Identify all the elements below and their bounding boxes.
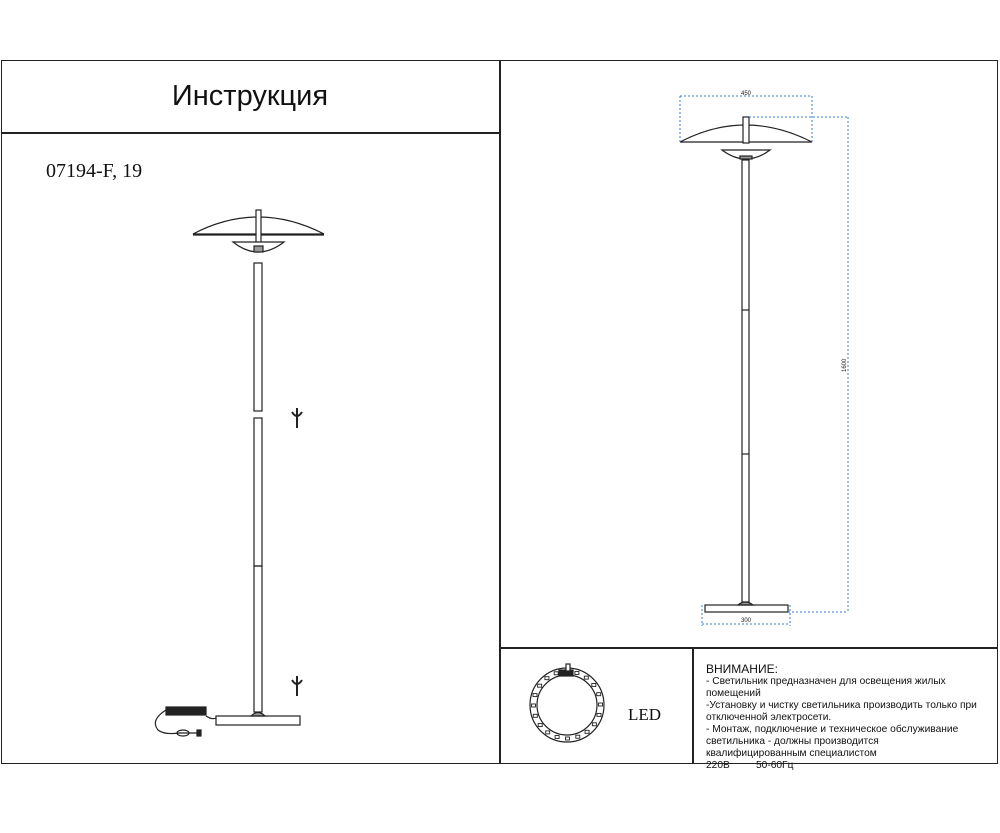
divider-vertical (499, 60, 501, 764)
led-chip (554, 735, 560, 739)
led-chip (532, 693, 538, 698)
warning-block: ВНИМАНИЕ: - Светильник предназначен для … (706, 662, 977, 772)
base-width-label: 300 (741, 618, 752, 624)
led-chip (531, 703, 536, 708)
voltage: 220В (706, 760, 730, 771)
shade-width-label: 450 (741, 91, 752, 97)
model-number: 07194-F, 19 (46, 160, 143, 182)
divider-title (1, 132, 500, 134)
led-chip (565, 736, 570, 741)
divider-led-warning (692, 648, 694, 764)
led-chip (596, 692, 602, 697)
led-chip (532, 713, 538, 718)
screw-icon (291, 676, 303, 696)
led-label: LED (628, 705, 662, 724)
warning-line: помещений (706, 688, 761, 699)
led-chip (596, 712, 602, 717)
ratings: 220В 50-60Гц (706, 760, 977, 772)
power-cord-icon (154, 706, 217, 737)
warning-line: -Установку и чистку светильника производ… (706, 700, 977, 711)
led-chip (537, 723, 543, 728)
divider-bottom-right (500, 647, 998, 649)
warning-line: - Монтаж, подключение и техническое обсл… (706, 724, 959, 735)
page-title: Инструкция (171, 80, 329, 112)
led-chip (598, 702, 603, 707)
dimension-lines (679, 95, 849, 626)
led-chip (583, 675, 589, 680)
led-chip (537, 683, 543, 688)
frequency: 50-60Гц (756, 760, 794, 771)
led-chip (544, 676, 550, 681)
led-chip (584, 729, 590, 734)
led-chip (591, 722, 597, 727)
warning-line: отключенной электросети. (706, 712, 832, 723)
warning-line: - Светильник предназначен для освещения … (706, 676, 946, 687)
warning-line: квалифицированным специалистом (706, 748, 877, 759)
led-chip (553, 671, 559, 676)
led-chip (545, 730, 551, 735)
height-label: 1600 (842, 358, 848, 372)
warning-line: светильника - должны производится (706, 736, 879, 747)
led-chip (591, 682, 597, 687)
led-chip (574, 671, 580, 675)
screw-icon (291, 408, 303, 428)
warning-heading: ВНИМАНИЕ: (706, 662, 778, 676)
led-chip (575, 734, 581, 739)
